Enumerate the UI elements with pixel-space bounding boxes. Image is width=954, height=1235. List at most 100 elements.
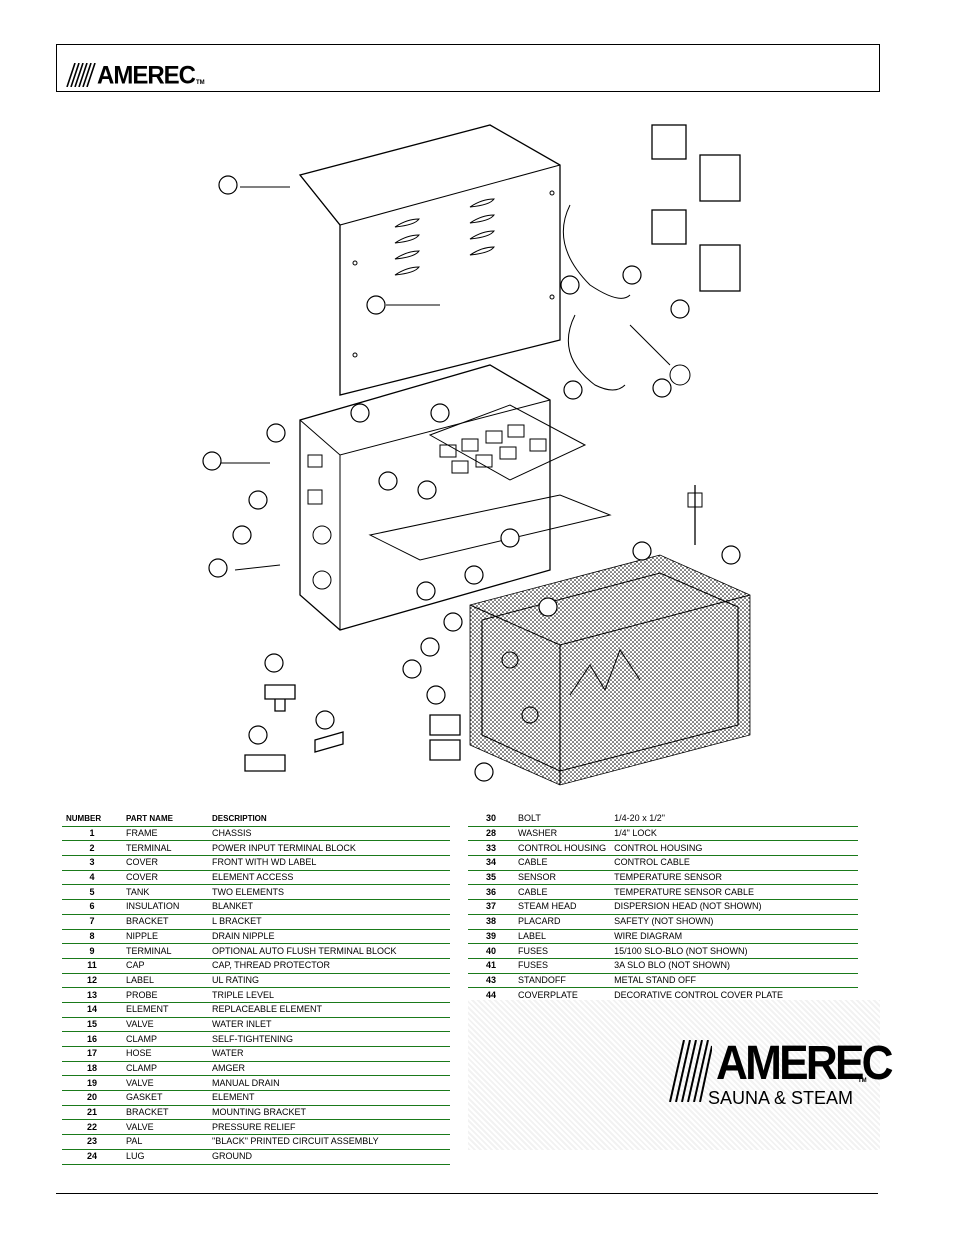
part-name: BRACKET xyxy=(122,1105,208,1121)
part-number: 11 xyxy=(62,958,122,974)
callout-circles xyxy=(202,175,741,782)
col-header-description: DESCRIPTION xyxy=(208,812,450,827)
part-number: 2 xyxy=(62,840,122,857)
part-description: ELEMENT ACCESS xyxy=(208,870,450,886)
part-number: 1 xyxy=(62,826,122,842)
part-number: 33 xyxy=(468,840,514,857)
part-number: 43 xyxy=(468,973,514,989)
part-name: INSULATION xyxy=(122,899,208,915)
part-number: 24 xyxy=(62,1149,122,1165)
part-number: 34 xyxy=(468,855,514,871)
part-number: 28 xyxy=(468,826,514,842)
part-description: GROUND xyxy=(208,1149,450,1165)
part-number: 4 xyxy=(62,870,122,886)
col-header-part-name: PART NAME xyxy=(122,812,208,827)
part-description: WATER INLET xyxy=(208,1017,450,1033)
part-description: DISPERSION HEAD (NOT SHOWN) xyxy=(610,899,858,915)
part-name: PAL xyxy=(122,1134,208,1150)
part-name: CLAMP xyxy=(122,1031,208,1047)
part-name: STANDOFF xyxy=(514,973,611,989)
header-box: AMEREC TM xyxy=(56,44,880,92)
valves xyxy=(244,684,461,772)
leader-lines xyxy=(218,186,440,571)
part-name: NIPPLE xyxy=(122,929,208,945)
table-header-row: NUMBER PART NAME DESCRIPTION xyxy=(62,812,450,827)
part-name: VALVE xyxy=(122,1075,208,1092)
part-name: TERMINAL xyxy=(122,943,208,959)
col-header-number: NUMBER xyxy=(62,812,122,827)
part-description: AMGER xyxy=(208,1061,450,1077)
part-name: ELEMENT xyxy=(122,1002,208,1018)
tank xyxy=(469,554,751,786)
part-description: WATER xyxy=(208,1046,450,1062)
part-number: 9 xyxy=(62,943,122,959)
part-number: 41 xyxy=(468,958,514,974)
amerec-logo: AMEREC TM xyxy=(65,53,205,90)
part-number: 38 xyxy=(468,914,514,930)
part-number: 36 xyxy=(468,884,514,901)
part-number: 30 xyxy=(468,812,514,827)
part-number: 19 xyxy=(62,1075,122,1092)
part-description: CONTROL CABLE xyxy=(610,855,858,871)
part-description: 1/4-20 x 1/2" xyxy=(610,812,858,827)
brand-panel: AMEREC TM SAUNA & STEAM xyxy=(468,1000,894,1150)
part-name: SENSOR xyxy=(514,870,611,886)
chassis-frame xyxy=(299,364,612,631)
part-number: 20 xyxy=(62,1090,122,1106)
part-name: CLAMP xyxy=(122,1061,208,1077)
logo-tm: TM xyxy=(196,80,205,86)
brand-name: AMEREC xyxy=(716,1037,894,1090)
brand-subtitle: SAUNA & STEAM xyxy=(708,1088,854,1108)
logo-text: AMEREC xyxy=(97,61,196,90)
brand-tm: TM xyxy=(858,1078,867,1084)
part-name: CABLE xyxy=(514,884,611,901)
part-name: GASKET xyxy=(122,1090,208,1106)
part-name: STEAM HEAD xyxy=(514,899,611,915)
part-number: 22 xyxy=(62,1119,122,1136)
logo-stripes-icon xyxy=(66,63,96,87)
part-name: FUSES xyxy=(514,958,611,974)
part-number: 7 xyxy=(62,914,122,930)
part-number: 5 xyxy=(62,884,122,901)
part-name: PROBE xyxy=(122,987,208,1003)
control-housings xyxy=(562,124,741,545)
part-name: FRAME xyxy=(122,826,208,842)
part-name: COVER xyxy=(122,855,208,871)
part-number: 3 xyxy=(62,855,122,871)
part-number: 35 xyxy=(468,870,514,886)
part-description: BLANKET xyxy=(208,899,450,915)
part-name: FUSES xyxy=(514,943,611,959)
part-number: 37 xyxy=(468,899,514,915)
part-description: REPLACEABLE ELEMENT xyxy=(208,1002,450,1018)
part-description: "BLACK" PRINTED CIRCUIT ASSEMBLY xyxy=(208,1134,450,1150)
part-name: LABEL xyxy=(514,929,611,945)
part-name: CAP xyxy=(122,958,208,974)
part-name: BOLT xyxy=(514,812,611,827)
part-description: SAFETY (NOT SHOWN) xyxy=(610,914,858,930)
part-number: 17 xyxy=(62,1046,122,1062)
